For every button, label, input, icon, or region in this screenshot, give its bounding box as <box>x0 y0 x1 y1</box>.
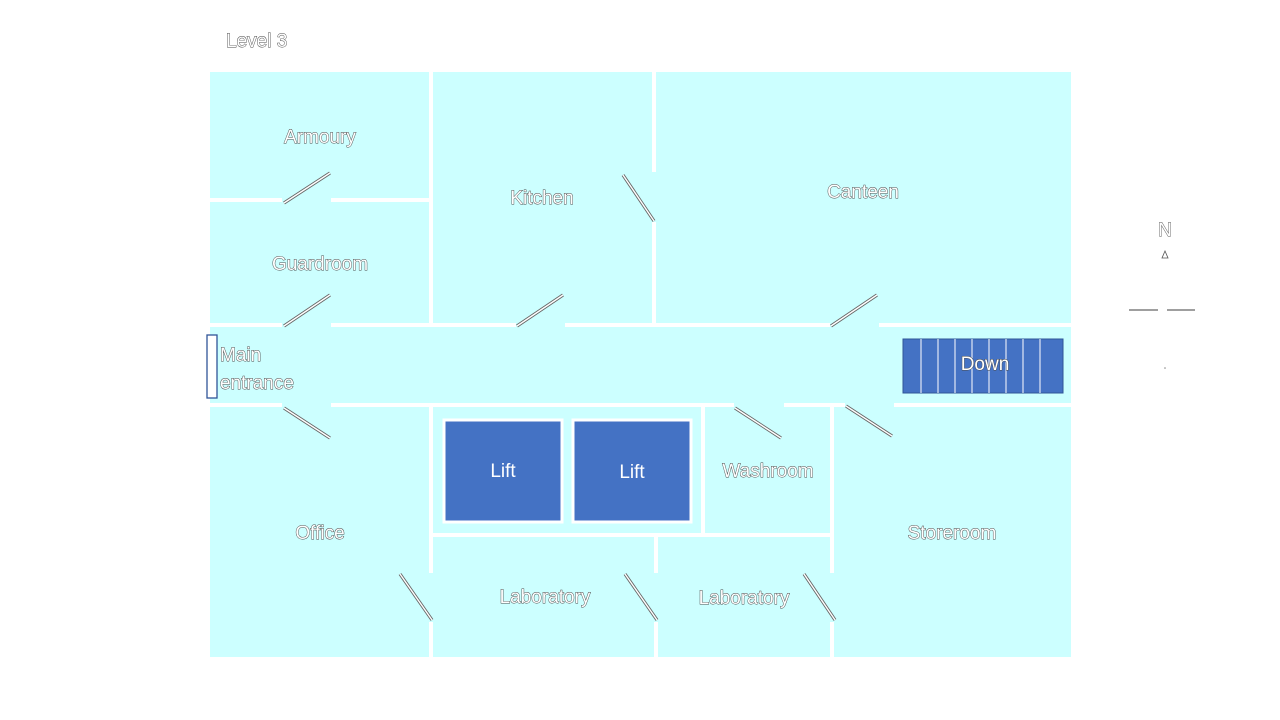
stairs-label: Down <box>961 354 1010 375</box>
room-label-office: Office <box>295 523 344 544</box>
room-label-storeroom: Storeroom <box>908 523 997 544</box>
door-kitchen-canteen <box>622 174 655 222</box>
room-label-canteen: Canteen <box>827 182 899 203</box>
door-kitchen <box>516 294 564 327</box>
north-arrow-icon <box>1161 249 1169 259</box>
main-entrance-door <box>206 334 218 399</box>
door-storeroom <box>845 405 893 437</box>
door-office-laboratory <box>399 573 433 621</box>
walls <box>210 72 1071 657</box>
room-label-armoury: Armoury <box>284 127 356 148</box>
room-label-main-entrance-line2: entrance <box>220 373 294 394</box>
door-office <box>283 407 331 439</box>
level-title: Level 3 <box>226 31 287 52</box>
room-label-laboratory-1: Laboratory <box>500 587 591 608</box>
door-armoury <box>283 172 331 204</box>
door-laboratory-storeroom <box>803 573 836 621</box>
room-label-main-entrance-line1: Main <box>220 345 261 366</box>
room-label-kitchen: Kitchen <box>510 188 573 209</box>
room-label-laboratory-2: Laboratory <box>699 588 790 609</box>
lift-1-label: Lift <box>490 461 516 482</box>
door-canteen <box>830 294 878 327</box>
room-label-guardroom: Guardroom <box>272 254 368 275</box>
compass-south-dot <box>1164 367 1166 369</box>
door-guardroom <box>283 294 331 327</box>
room-label-washroom: Washroom <box>722 461 813 482</box>
door-laboratory-laboratory <box>624 573 658 621</box>
compass-north-label: N <box>1158 220 1172 241</box>
lift-2 <box>571 418 693 524</box>
compass: N <box>1129 220 1195 369</box>
stairs-block <box>902 338 1064 394</box>
stair-treads <box>920 339 1041 393</box>
door-washroom <box>734 407 782 439</box>
stairs-down: Down <box>902 338 1064 394</box>
doors <box>283 172 893 621</box>
lift-1 <box>442 418 564 524</box>
lift-2-label: Lift <box>619 462 645 483</box>
